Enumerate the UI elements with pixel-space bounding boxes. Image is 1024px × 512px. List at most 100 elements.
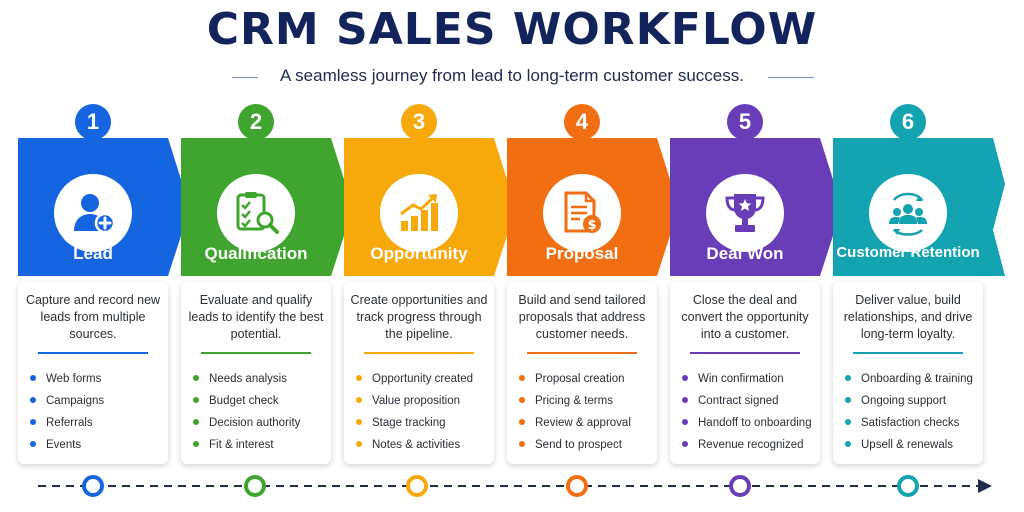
bullet-item: Web forms [30,368,164,390]
bullet-text: Web forms [46,373,102,385]
step-banner [181,134,353,282]
bullet-item: Opportunity created [356,368,490,390]
step-opportunity: 3 Opportunity Create opportunities and t… [344,104,516,466]
timeline-arrow-icon [978,479,992,493]
bullet-item: Pricing & terms [519,390,653,412]
step-banner: $ [507,134,679,282]
bullet-item: Campaigns [30,390,164,412]
bullet-text: Decision authority [209,417,301,429]
bullet-dot [845,418,851,425]
step-label: Opportunity [370,244,468,263]
step-number-badge: 4 [564,104,600,140]
bullet-item: Decision authority [193,412,327,434]
bullet-item: Stage tracking [356,412,490,434]
step-description: Close the deal and convert the opportuni… [681,293,809,341]
step-label: Customer Retention [836,244,980,261]
bullet-item: Value proposition [356,390,490,412]
step-deal-won: 5 Deal Won Close the deal and convert th… [670,104,842,466]
bullet-item: Win confirmation [682,368,816,390]
card-divider [38,352,148,354]
bullet-text: Upsell & renewals [861,439,954,451]
bullet-dot [519,440,525,447]
step-banner [670,134,842,282]
step-card: Capture and record new leads from multip… [18,282,168,464]
bullet-dot [845,396,851,403]
bullet-text: Pricing & terms [535,395,613,407]
subtitle: A seamless journey from lead to long-ter… [280,66,744,85]
bullet-text: Events [46,439,82,451]
page-title: CRM SALES WORKFLOW [206,4,818,55]
bullet-text: Handoff to onboarding [698,417,812,429]
bullet-list: Needs analysis Budget check Decision aut… [193,368,327,456]
bullet-list: Web forms Campaigns Referrals Events [30,368,164,456]
bullet-item: Onboarding & training [845,368,979,390]
step-number-badge: 1 [75,104,111,140]
bullet-text: Value proposition [372,395,461,407]
icon-circle [380,174,458,252]
step-description: Create opportunities and track progress … [350,293,488,341]
bullet-dot [845,374,851,381]
card-divider [853,352,963,354]
step-qualification: 2 Qualification Evaluate and qualify lea… [181,104,353,466]
step-card: Close the deal and convert the opportuni… [670,282,820,464]
icon-circle: $ [543,174,621,252]
svg-text:$: $ [587,218,596,233]
bullet-dot [193,374,199,381]
bullet-item: Proposal creation [519,368,653,390]
bullet-dot [30,418,36,425]
step-label: Deal Won [706,244,784,263]
icon-circle [706,174,784,252]
step-description: Build and send tailored proposals that a… [518,293,646,341]
timeline-node-proposal [566,475,588,497]
step-card: Deliver value, build relationships, and … [833,282,983,464]
bullet-item: Events [30,434,164,456]
step-number-badge: 5 [727,104,763,140]
bullet-dot [30,374,36,381]
bullet-text: Send to prospect [535,439,622,451]
step-label: Lead [73,244,113,263]
bullet-item: Notes & activities [356,434,490,456]
bullet-dot [356,396,362,403]
bullet-item: Handoff to onboarding [682,412,816,434]
step-banner [18,134,190,282]
card-divider [364,352,474,354]
bullet-dot [845,440,851,447]
bullet-text: Referrals [46,417,93,429]
card-divider [201,352,311,354]
icon-circle [869,174,947,252]
bullet-item: Referrals [30,412,164,434]
bullet-item: Fit & interest [193,434,327,456]
bullet-list: Proposal creation Pricing & terms Review… [519,368,653,456]
bullet-text: Contract signed [698,395,779,407]
bullet-dot [682,418,688,425]
bullet-text: Revenue recognized [698,439,804,451]
step-description: Deliver value, build relationships, and … [843,293,973,341]
timeline-node-opportunity [406,475,428,497]
bullet-text: Onboarding & training [861,373,973,385]
card-divider [527,352,637,354]
bullet-dot [519,418,525,425]
step-lead: 1 Lead Capture and record new leads from… [18,104,190,466]
bullet-dot [682,440,688,447]
icon-circle [54,174,132,252]
bullet-item: Revenue recognized [682,434,816,456]
bullet-dot [356,374,362,381]
bullet-dot [193,396,199,403]
bullet-text: Satisfaction checks [861,417,960,429]
bullet-text: Review & approval [535,417,631,429]
bullet-item: Satisfaction checks [845,412,979,434]
bullet-text: Stage tracking [372,417,446,429]
bullet-text: Fit & interest [209,439,274,451]
bullet-text: Campaigns [46,395,105,407]
step-banner [344,134,516,282]
step-card: Create opportunities and track progress … [344,282,494,464]
subtitle-divider-right [768,77,814,78]
bullet-dot [356,418,362,425]
step-card: Build and send tailored proposals that a… [507,282,657,464]
icon-circle [217,174,295,252]
subtitle-divider-left [232,77,258,78]
step-banner [833,134,1005,282]
bullet-item: Send to prospect [519,434,653,456]
step-label: Qualification [204,244,308,263]
bullet-text: Ongoing support [861,395,947,407]
